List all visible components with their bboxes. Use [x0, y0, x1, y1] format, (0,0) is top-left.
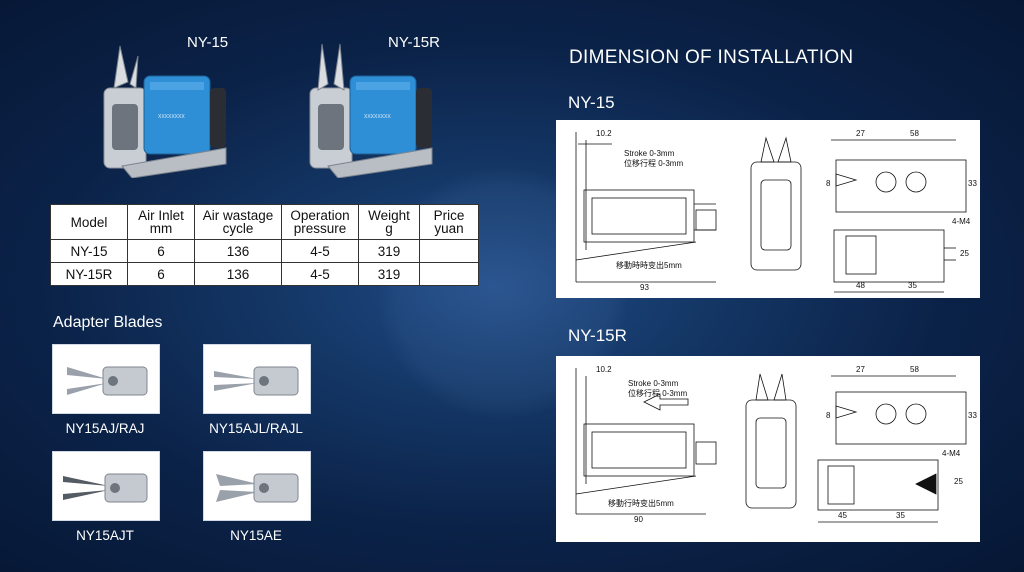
- cell-price: [419, 239, 479, 263]
- dim-8-ny15: 8: [826, 179, 831, 188]
- col-air-wastage: Air wastage cycle: [194, 204, 282, 240]
- operating-note-ny15r: 5mm sticking out 5mm while operating: [562, 528, 716, 538]
- dim-27-ny15r: 27: [856, 365, 865, 374]
- cell-pressure: 4-5: [281, 239, 359, 263]
- col-weight: Weight g: [358, 204, 420, 240]
- blade-image-ny15aj: [52, 344, 160, 414]
- dim-length-ny15r: 90: [634, 515, 643, 524]
- dim-25-ny15r: 25: [954, 477, 963, 486]
- col-air-inlet: Air Inlet mm: [127, 204, 195, 240]
- table-row: NY-15R 6 136 4-5 319: [50, 262, 479, 286]
- blade-label-ny15aj: NY15AJ/RAJ: [65, 421, 145, 436]
- cell-weight: 319: [358, 239, 420, 263]
- bottom-note-ny15: 移動時時变出5mm: [616, 260, 682, 270]
- blade-image-ny15ajl: [203, 344, 311, 414]
- blade-image-ny15ajt: [52, 451, 160, 521]
- dim-35-ny15: 35: [908, 281, 917, 290]
- dim-8-ny15r: 8: [826, 411, 831, 420]
- stroke-cn-ny15: 位移行程 0-3mm: [624, 158, 683, 168]
- cell-price: [419, 262, 479, 286]
- spec-table: Model Air Inlet mm Air wastage cycle Ope…: [50, 204, 479, 286]
- dim-58-ny15r: 58: [910, 365, 919, 374]
- col-weight-label: Weight g: [368, 208, 410, 236]
- col-price-label: Price yuan: [433, 208, 465, 236]
- dim-27-ny15: 27: [856, 129, 865, 138]
- dimension-drawing-ny15: 10.2 Stroke 0-3mm 位移行程 0-3mm 移動時時变出5mm 9…: [556, 120, 980, 298]
- cell-pressure: 4-5: [281, 262, 359, 286]
- cell-model: NY-15: [50, 239, 128, 263]
- product-label-ny15r: NY-15R: [388, 34, 440, 51]
- col-air-inlet-label: Air Inlet mm: [138, 208, 184, 236]
- dim-10-2-ny15: 10.2: [596, 129, 612, 138]
- blade-label-ny15ajt: NY15AJT: [76, 528, 134, 543]
- cell-model: NY-15R: [50, 262, 128, 286]
- dim-m4-ny15: 4-M4: [952, 217, 971, 226]
- dim-length-ny15: 93: [640, 283, 649, 292]
- product-image-ny15: XXXXXXXX: [103, 45, 227, 178]
- cell-weight: 319: [358, 262, 420, 286]
- col-model: Model: [50, 204, 128, 240]
- blade-label-ny15ajl: NY15AJL/RAJL: [209, 421, 303, 436]
- col-price: Price yuan: [419, 204, 479, 240]
- dim-45-ny15r: 45: [838, 511, 847, 520]
- dim-25-ny15: 25: [960, 249, 969, 258]
- dimension-drawing-ny15r: 10.2 Stroke 0-3mm 位移行程 0-3mm 移動行時变出5mm 9…: [556, 356, 980, 542]
- installation-title: DIMENSION OF INSTALLATION: [569, 47, 854, 68]
- dim-33-ny15: 33: [968, 179, 977, 188]
- installation-label-ny15r: NY-15R: [568, 326, 627, 345]
- spec-table-header-row: Model Air Inlet mm Air wastage cycle Ope…: [50, 204, 479, 240]
- dim-58-ny15: 58: [910, 129, 919, 138]
- col-air-wastage-label: Air wastage cycle: [202, 208, 274, 236]
- blade-label-ny15ae: NY15AE: [230, 528, 282, 543]
- cell-air-wastage: 136: [194, 262, 282, 286]
- stroke-en-ny15r: Stroke 0-3mm: [628, 379, 679, 388]
- bottom-note-ny15r: 移動行時变出5mm: [608, 498, 674, 508]
- adapter-blades-title: Adapter Blades: [53, 314, 163, 331]
- table-row: NY-15 6 136 4-5 319: [50, 239, 479, 263]
- col-operation-pressure-label: Operation pressure: [290, 208, 350, 236]
- stroke-en-ny15: Stroke 0-3mm: [624, 149, 675, 158]
- installation-label-ny15: NY-15: [568, 93, 615, 112]
- dim-m4-ny15r: 4-M4: [942, 449, 961, 458]
- cell-air-inlet: 6: [127, 239, 195, 263]
- blade-image-ny15ae: [203, 451, 311, 521]
- cell-air-wastage: 136: [194, 239, 282, 263]
- product-label-ny15: NY-15: [187, 34, 229, 51]
- dim-35-ny15r: 35: [896, 511, 905, 520]
- cell-air-inlet: 6: [127, 262, 195, 286]
- dim-10-2-ny15r: 10.2: [596, 365, 612, 374]
- svg-text:XXXXXXXX: XXXXXXXX: [158, 114, 185, 120]
- product-image-ny15r: XXXXXXXX: [309, 43, 433, 178]
- dim-48-ny15: 48: [856, 281, 865, 290]
- stroke-cn-ny15r: 位移行程 0-3mm: [628, 388, 687, 398]
- svg-text:XXXXXXXX: XXXXXXXX: [364, 114, 391, 120]
- col-operation-pressure: Operation pressure: [281, 204, 359, 240]
- dim-33-ny15r: 33: [968, 411, 977, 420]
